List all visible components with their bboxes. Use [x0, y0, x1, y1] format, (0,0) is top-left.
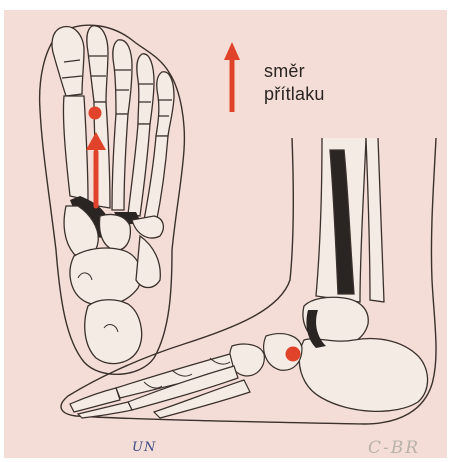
- calcaneus-side: [299, 339, 427, 412]
- calcaneus-top: [85, 300, 142, 364]
- legend: směr přítlaku: [224, 38, 364, 118]
- legend-label: směr přítlaku: [264, 60, 325, 106]
- pressure-point-top: [89, 107, 102, 120]
- foot-top-view: [40, 25, 185, 374]
- legend-label-line2: přítlaku: [264, 83, 325, 106]
- tarsals: [64, 206, 163, 306]
- leg-bones: [316, 138, 384, 302]
- signature-note: C-BR: [368, 438, 420, 458]
- anatomy-figure: směr přítlaku UN C-BR: [4, 10, 447, 458]
- legend-arrow-icon: [224, 38, 254, 118]
- pressure-point-side: [286, 347, 301, 362]
- legend-label-line1: směr: [264, 60, 325, 83]
- initials-note: UN: [132, 440, 156, 455]
